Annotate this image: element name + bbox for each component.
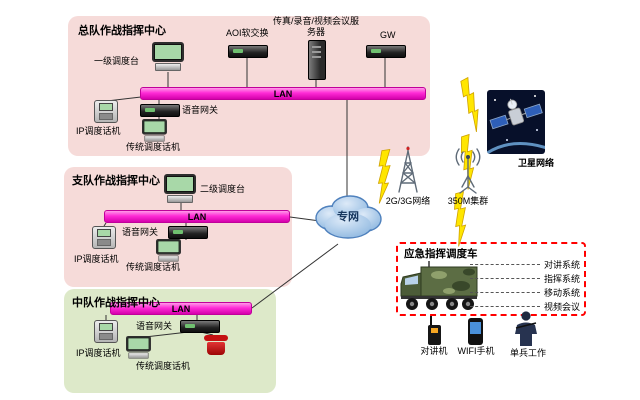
detachment-center-title: 支队作战指挥中心 [72,175,160,187]
system-row-mobile: 移动系统 [470,285,580,299]
detachment-ip-phone-label: IP调度话机 [74,254,119,264]
detachment-lan-bar: LAN [104,210,290,223]
satellite-network-label: 卫星网络 [517,158,554,168]
server-tower-icon [308,40,326,80]
private-network-label: 专网 [337,211,359,223]
detachment-voice-gateway-label: 语音网关 [122,227,159,237]
vehicle-systems-list: 对讲系统 指挥系统 移动系统 视频会议 [470,257,580,313]
squadron-center-title: 中队作战指挥中心 [72,297,160,309]
level1-dispatch-console-icon [152,42,184,71]
red-telephone-icon [204,335,228,355]
squadron-lan-bar: LAN [110,302,252,315]
level2-dispatch-console-icon [164,174,196,203]
squadron-ip-phone-icon [94,320,118,343]
system-row-intercom: 对讲系统 [470,257,580,271]
leader-line [470,305,540,307]
corps-lan-bar: LAN [140,87,426,100]
squadron-traditional-phone-label: 传统调度话机 [136,361,191,371]
leader-line [470,291,540,293]
soldier-icon [512,310,540,351]
corps-voice-gateway-icon [140,104,180,117]
detachment-traditional-phone-label: 传统调度话机 [126,262,181,272]
system-row-command: 指挥系统 [470,271,580,285]
command-system-label: 指挥系统 [543,273,580,284]
wifi-phone-icon [468,318,483,345]
trunking-network-label: 350M集群 [447,196,489,206]
detachment-ip-phone-icon [92,226,116,249]
corps-ip-phone-label: IP调度话机 [76,126,121,136]
level1-console-label: 一级调度台 [94,56,140,66]
gateway-icon [366,45,406,58]
video-conference-label: 视频会议 [543,301,580,312]
wifi-phone-label: WIFI手机 [457,346,495,356]
private-network-cloud-icon [308,188,388,246]
squadron-voice-gateway-icon [180,320,220,333]
satellite-image-icon [487,90,545,154]
fax-video-server-label: 传真/录音/视频会议服务器 [272,16,359,37]
emergency-vehicle-box [396,242,586,316]
trunking-antenna-icon [450,146,486,199]
leader-line [470,277,540,279]
soldier-label: 单兵工作 [509,348,546,358]
emergency-vehicle-title: 应急指挥调度车 [404,248,478,260]
intercom-system-label: 对讲系统 [543,259,580,270]
mobile-system-label: 移动系统 [543,287,580,298]
walkie-talkie-icon [428,316,442,345]
squadron-ip-phone-label: IP调度话机 [76,348,121,358]
cellular-network-label: 2G/3G网络 [385,196,431,206]
corps-ip-phone-icon [94,100,118,123]
gw-label: GW [380,30,396,40]
leader-line [470,263,540,265]
system-row-videoconf: 视频会议 [470,299,580,313]
corps-traditional-phone-label: 传统调度话机 [126,142,181,152]
cell-tower-icon [392,146,424,199]
corps-traditional-phone-icon [142,119,167,142]
corps-voice-gateway-label: 语音网关 [182,105,219,115]
aoi-softswitch-label: AOI软交换 [226,28,269,38]
detachment-voice-gateway-icon [168,226,208,239]
detachment-traditional-phone-icon [156,239,181,262]
aoi-softswitch-icon [228,45,268,58]
command-truck-icon [399,260,481,319]
zone-corps-command-center [68,16,430,156]
corps-center-title: 总队作战指挥中心 [78,25,166,37]
squadron-traditional-console-icon [126,336,151,359]
level2-console-label: 二级调度台 [200,184,246,194]
squadron-voice-gateway-label: 语音网关 [136,321,173,331]
walkie-talkie-label: 对讲机 [420,346,448,356]
